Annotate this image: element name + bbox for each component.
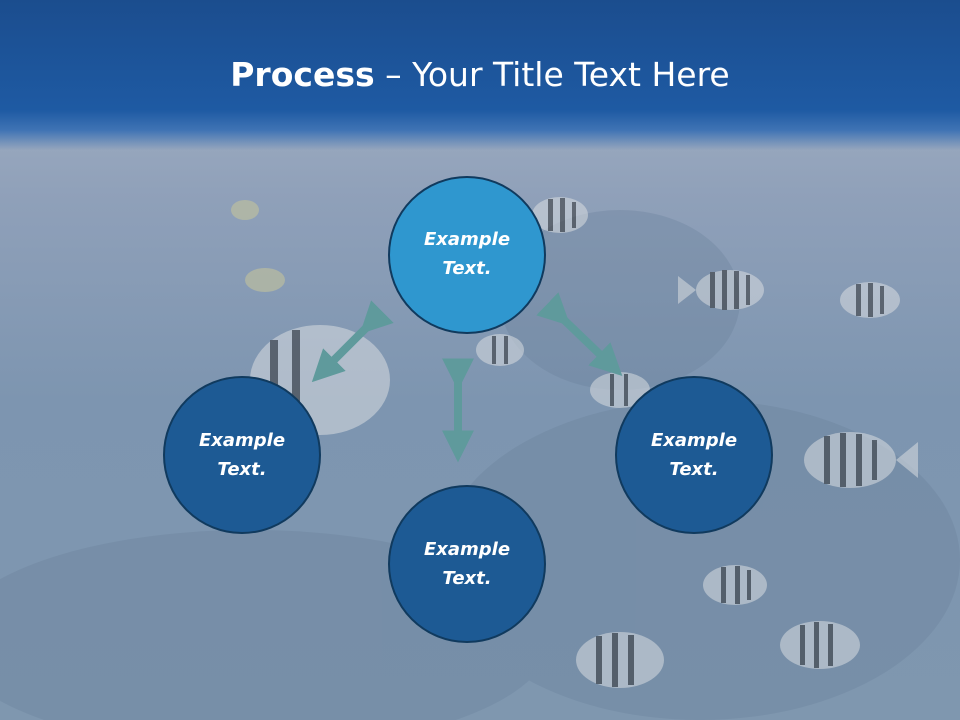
node-left-circle — [163, 376, 321, 534]
node-top-label: Example Text. — [392, 225, 542, 283]
slide-title-strong: Process — [230, 55, 375, 94]
node-left-line2: Text. — [217, 459, 267, 480]
node-right-line2: Text. — [669, 459, 719, 480]
node-top-line2: Text. — [442, 258, 492, 279]
title-bar — [0, 0, 960, 150]
node-right-label: Example Text. — [619, 426, 769, 484]
slide-title-rest: – Your Title Text Here — [374, 55, 730, 94]
node-bottom-line1: Example — [423, 539, 511, 560]
node-top-line1: Example — [423, 229, 511, 250]
connector-arrows — [311, 292, 623, 463]
node-bottom-label: Example Text. — [392, 535, 542, 593]
node-left-line1: Example — [198, 430, 286, 451]
slide-title: Process – Your Title Text Here — [0, 50, 960, 100]
node-bottom-line2: Text. — [442, 568, 492, 589]
arrow-top-right — [536, 292, 623, 376]
node-bottom-circle — [388, 485, 546, 643]
node-right-line1: Example — [650, 430, 738, 451]
node-top-circle — [388, 176, 546, 334]
node-right-circle — [615, 376, 773, 534]
arrow-top-left — [311, 300, 394, 383]
node-left-label: Example Text. — [167, 426, 317, 484]
